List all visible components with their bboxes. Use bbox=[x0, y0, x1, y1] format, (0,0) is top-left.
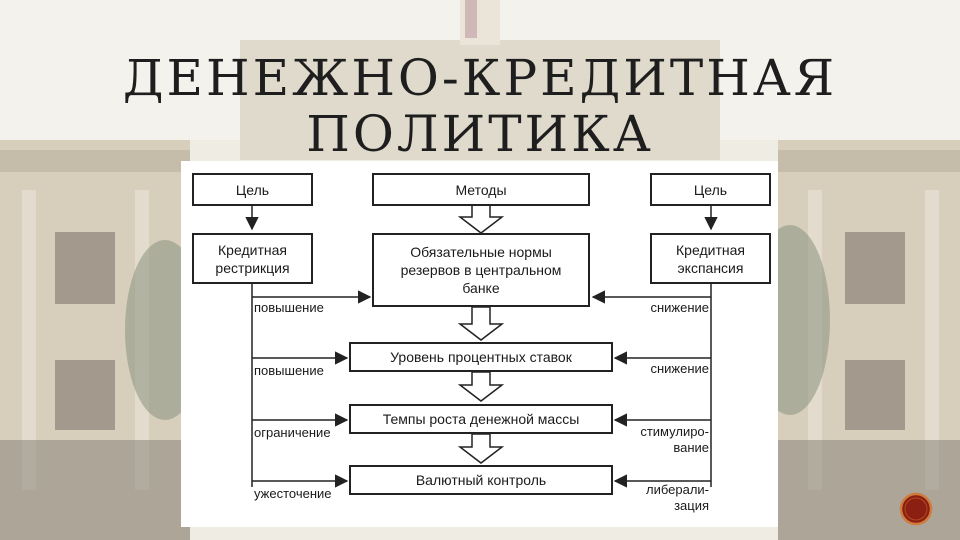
left-goal-box: Цель bbox=[192, 173, 313, 206]
left-label-2: повышение bbox=[254, 363, 324, 378]
step-interest-rates: Уровень процентных ставок bbox=[349, 342, 613, 372]
slide-number-badge bbox=[899, 492, 933, 526]
right-label-2: снижение bbox=[650, 361, 709, 376]
diagram-connectors bbox=[245, 204, 718, 488]
step-reserve-requirements: Обязательные нормы резервов в центрально… bbox=[372, 233, 590, 307]
right-goal-box: Цель bbox=[650, 173, 771, 206]
left-target-box: Кредитная рестрикция bbox=[192, 233, 313, 284]
left-label-4: ужесточение bbox=[254, 486, 332, 501]
policy-diagram: Цель Методы Цель Кредитная рестрикция Кр… bbox=[181, 161, 778, 527]
left-label-1: повышение bbox=[254, 300, 324, 315]
title-line-1: ДЕНЕЖНО-КРЕДИТНАЯ bbox=[122, 49, 838, 107]
methods-box: Методы bbox=[372, 173, 590, 206]
step-currency-control: Валютный контроль bbox=[349, 465, 613, 495]
left-label-3: ограничение bbox=[254, 425, 331, 440]
right-label-1: снижение bbox=[650, 300, 709, 315]
title-line-2: ПОЛИТИКА bbox=[306, 105, 654, 163]
right-label-4: либерали-зация bbox=[645, 482, 709, 513]
right-target-box: Кредитная экспансия bbox=[650, 233, 771, 284]
slide-title: ДЕНЕЖНО-КРЕДИТНАЯ ПОЛИТИКА bbox=[0, 50, 960, 162]
step-money-supply-growth: Темпы роста денежной массы bbox=[349, 404, 613, 434]
right-label-3: стимулиро-вание bbox=[640, 424, 709, 455]
